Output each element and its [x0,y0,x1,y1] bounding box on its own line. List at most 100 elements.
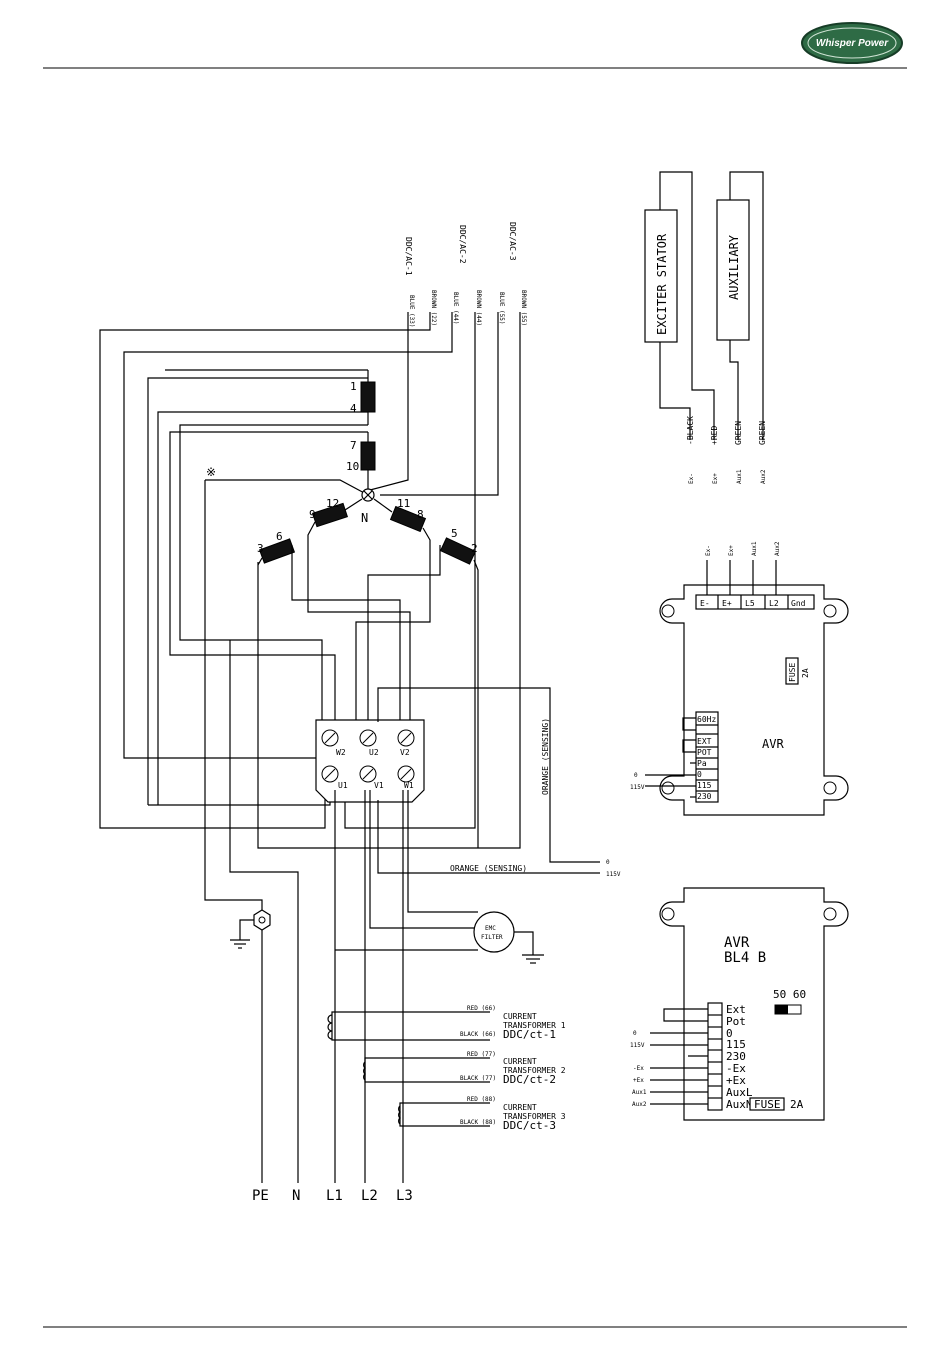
coil-number-7: 7 [350,439,357,452]
coil-number-10: 10 [346,460,359,473]
wire-green-1: GREEN [734,421,743,445]
coil-number-11: 11 [397,497,410,510]
coil-number-3: 3 [257,542,264,555]
terminal-screws [321,729,415,783]
sense-0-label: 0 [606,859,610,866]
avr1-term-l2: L2 [769,599,779,608]
coil-number-12: 12 [326,497,339,510]
avr2-term-auxl: AuxL [726,1086,753,1099]
avr2-term-ext: Ext [726,1003,746,1016]
coil-number-4: 4 [350,402,357,415]
output-pe: PE [252,1188,269,1204]
terminal-block [315,719,425,803]
star-label-n: N [361,511,368,525]
avr2-terminal-strip [707,1002,723,1111]
avr1-title: AVR [762,737,784,751]
avr2-input-aux2: Aux2 [632,1101,647,1108]
generator-labels: DDC/AC-1 DDC/AC-2 DDC/AC-3 BLUE (33) BRO… [206,222,621,1204]
exciter-stator-label: EXCITER STATOR [655,233,669,335]
avr1-term-l5: L5 [745,599,755,608]
avr2-term-ex-plus: +Ex [726,1074,746,1087]
avr1-wire-aux2: Aux2 [774,541,781,556]
whisper-power-logo: Whisper Power [801,22,903,64]
avr1-term-e-minus: E- [700,599,710,608]
generator-wiring [99,312,600,1183]
ct3-title: CURRENT [503,1103,537,1112]
ct2-red-label: RED (77) [467,1051,496,1058]
emc-label-1: EMC [485,925,496,932]
avr2-model: BL4 B [724,950,766,966]
sense-115-label: 115V [606,871,621,878]
output-n: N [292,1188,300,1204]
ddc-ac-2-label: DDC/AC-2 [458,225,467,264]
avr1-top-terminal-strip [695,594,815,610]
avr1-term-230: 230 [697,792,712,801]
avr1-input-115: 115V [630,784,645,791]
coil-number-8: 8 [417,508,424,521]
avr2-term-0: 0 [726,1027,733,1040]
avr1-input-0: 0 [634,772,638,779]
avr1-term-pot: POT [697,748,712,757]
coil-1-4 [360,381,376,413]
wire-label-2: BROWN (22) [430,290,437,326]
coil-12-9 [311,502,349,528]
avr1-fuse-rating: 2A [801,668,810,678]
asterisk-mark: ※ [206,465,216,479]
wire-label-3: BLUE (44) [452,292,459,325]
wire-label-1: BLUE (33) [408,295,415,328]
avr2-term-auxn: AuxN [726,1098,753,1111]
ct3-name: TRANSFORMER 3 [503,1112,566,1121]
avr1-term-gnd: Gnd [791,599,806,608]
output-l2: L2 [361,1188,378,1204]
coil-number-9: 9 [309,508,316,521]
wire-red: +RED [710,426,719,445]
avr1-fuse [785,657,799,685]
avr2-term-pot: Pot [726,1015,746,1028]
end-aux1: Aux1 [736,469,743,484]
avr2-fuse [749,1097,785,1111]
avr1-wire-ex-plus: Ex+ [728,545,735,556]
avr1-term-e-plus: E+ [722,599,732,608]
logo-text: Whisper Power [816,38,889,49]
avr2-input-0: 0 [633,1030,637,1037]
avr2-title: AVR [724,935,750,951]
ct3-code: DDC/ct-3 [503,1119,556,1132]
terminal-u2: U2 [369,748,379,757]
ct1-red-label: RED (66) [467,1005,496,1012]
end-ex-minus: Ex- [688,473,695,484]
emc-filter [473,911,515,953]
exciter-stator-box [644,209,678,343]
avr2-term-230: 230 [726,1050,746,1063]
current-transformer-wires [327,1011,490,1127]
avr2-frequency: 50 60 [773,988,806,1001]
avr1-wire-aux1: Aux1 [751,541,758,556]
ct1-title: CURRENT [503,1012,537,1021]
ct1-name: TRANSFORMER 1 [503,1021,566,1030]
orange-sensing-vertical: ORANGE (SENSING) [541,718,550,795]
orange-sensing-horizontal: ORANGE (SENSING) [450,864,527,873]
avr2-input-ex-plus: +Ex [633,1077,644,1084]
ct3-black-label: BLACK (88) [460,1119,496,1126]
emc-label-2: FILTER [481,934,503,941]
ct2-black-label: BLACK (77) [460,1075,496,1082]
terminal-u1: U1 [338,781,348,790]
avr1-term-pa: Pa [697,759,707,768]
coil-number-6: 6 [276,530,283,543]
end-ex-plus: Ex+ [712,473,719,484]
ct3-red-label: RED (88) [467,1096,496,1103]
coil-number-1: 1 [350,380,357,393]
wire-label-4: BROWN (44) [475,290,482,326]
end-aux2: Aux2 [760,469,767,484]
avr1-term-115: 115 [697,781,712,790]
wire-label-5: BLUE (55) [498,292,505,325]
terminal-w2: W2 [336,748,346,757]
coil-5-2 [439,537,477,565]
avr2-term-115: 115 [726,1038,746,1051]
terminal-v1: V1 [374,781,384,790]
ct1-black-label: BLACK (66) [460,1031,496,1038]
avr2-fuse-label: FUSE [754,1098,781,1111]
ddc-ac-1-label: DDC/AC-1 [404,237,413,276]
avr1-term-0: 0 [697,770,702,779]
avr1-term-ext: EXT [697,737,712,746]
